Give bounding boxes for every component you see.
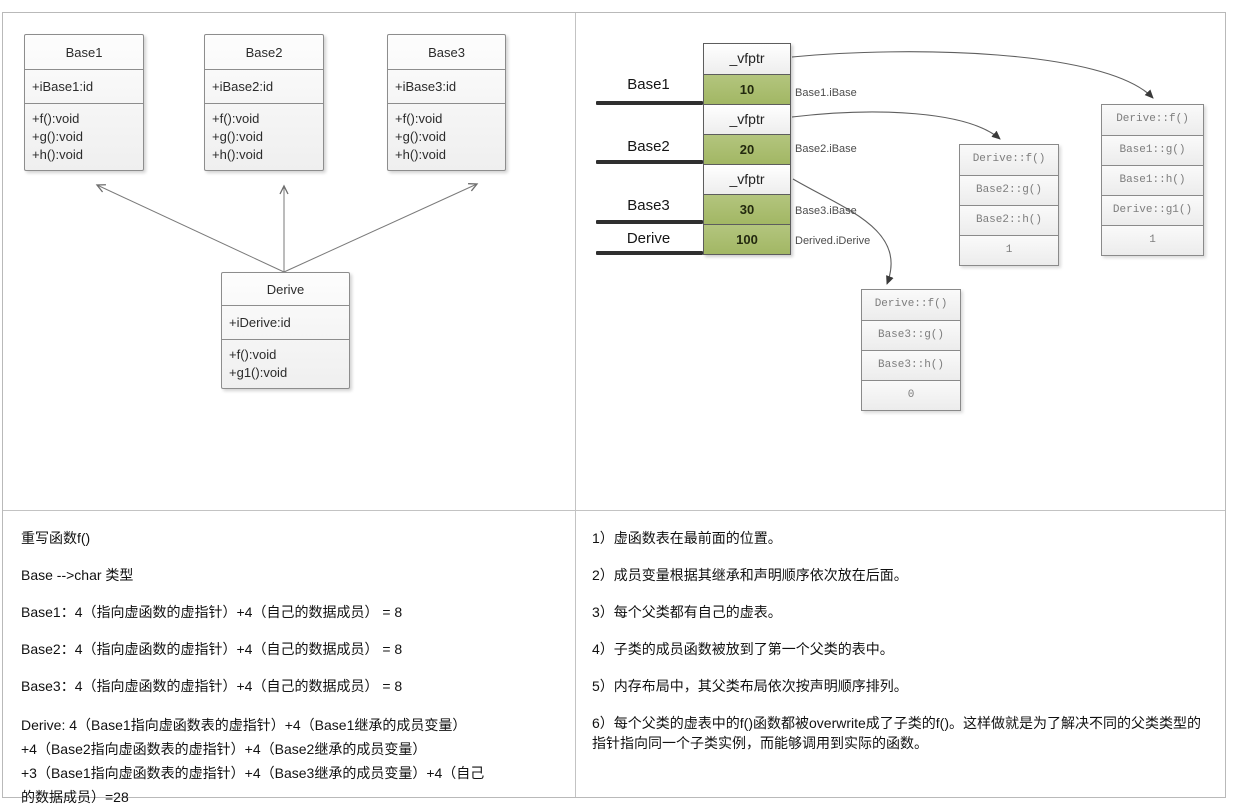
section-label-derive: Derive: [626, 230, 671, 247]
uml-class-base1: Base1 +iBase1:id +f():void +g():void +h(…: [24, 34, 144, 171]
section-divider: [596, 220, 703, 224]
vtable-entry: Base1::h(): [1102, 165, 1203, 195]
memory-cell-data: 10: [704, 74, 790, 104]
uml-class-title: Derive: [222, 273, 349, 306]
vtable-entry: 1: [960, 235, 1058, 265]
note-line: 1）虚函数表在最前面的位置。: [592, 530, 782, 546]
uml-attribute: +iBase1:id: [32, 79, 94, 94]
section-label-base1: Base1: [627, 76, 670, 93]
section-divider: [596, 251, 703, 255]
object-memory-stack: _vfptr 10 _vfptr 20 _vfptr 30 100: [703, 43, 791, 255]
uml-class-title: Base1: [25, 35, 143, 70]
layout-notes-panel: 1）虚函数表在最前面的位置。 2）成员变量根据其继承和声明顺序依次放在后面。 3…: [576, 511, 1225, 797]
uml-class-title: Base3: [388, 35, 505, 70]
vtable-entry: Base2::h(): [960, 205, 1058, 235]
uml-class-base2: Base2 +iBase2:id +f():void +g():void +h(…: [204, 34, 324, 171]
vtable-entry: Base2::g(): [960, 175, 1058, 205]
member-label-base2-ibase: Base2.iBase: [795, 143, 857, 155]
memory-cell-vfptr: _vfptr: [704, 44, 790, 74]
uml-method: +g():void: [212, 129, 263, 144]
vtable-entry: 0: [862, 380, 960, 410]
uml-attribute: +iBase2:id: [212, 79, 274, 94]
note-line: Base3：4（指向虚函数的虚指针）+4（自己的数据成员） = 8: [21, 678, 403, 694]
uml-method: +f():void: [229, 347, 277, 362]
uml-method: +f():void: [212, 111, 260, 126]
uml-method: +g1():void: [229, 365, 288, 380]
section-divider: [596, 101, 703, 105]
uml-method: +f():void: [32, 111, 80, 126]
memory-cell-vfptr: _vfptr: [704, 164, 790, 194]
vfptr-arrow-to-base3-vtable: [792, 178, 894, 285]
uml-class-base3: Base3 +iBase3:id +f():void +g():void +h(…: [387, 34, 506, 171]
note-line: 3）每个父类都有自己的虚表。: [592, 604, 782, 620]
inheritance-arrow-base3: [283, 183, 479, 273]
vtable-entry: Derive::g1(): [1102, 195, 1203, 225]
section-label-base3: Base3: [627, 197, 670, 214]
vtable-base3: Derive::f() Base3::g() Base3::h() 0: [861, 289, 961, 411]
uml-method: +h():void: [212, 147, 263, 162]
uml-method: +g():void: [32, 129, 83, 144]
memory-cell-data: 20: [704, 134, 790, 164]
uml-method: +h():void: [395, 147, 446, 162]
note-line: 重写函数f(): [21, 530, 91, 546]
vtable-base1: Derive::f() Base1::g() Base1::h() Derive…: [1101, 104, 1204, 256]
note-line: Base2：4（指向虚函数的虚指针）+4（自己的数据成员） = 8: [21, 641, 403, 657]
member-label-derived-iderive: Derived.iDerive: [795, 235, 871, 247]
vtable-base2: Derive::f() Base2::g() Base2::h() 1: [959, 144, 1059, 266]
uml-diagram-panel: Base1 +iBase1:id +f():void +g():void +h(…: [3, 13, 576, 511]
vtable-entry: Base3::h(): [862, 350, 960, 380]
member-label-base3-ibase: Base3.iBase: [795, 205, 857, 217]
note-line: 4）子类的成员函数被放到了第一个父类的表中。: [592, 641, 894, 657]
vtable-entry: Base3::g(): [862, 320, 960, 350]
note-line: Derive: 4（Base1指向虚函数表的虚指针）+4（Base1继承的成员变…: [21, 717, 485, 805]
memory-cell-vfptr: _vfptr: [704, 104, 790, 134]
note-line: 5）内存布局中，其父类布局依次按声明顺序排列。: [592, 678, 908, 694]
section-divider: [596, 160, 703, 164]
member-label-base1-ibase: Base1.iBase: [795, 87, 857, 99]
vtable-entry: Derive::f(): [862, 290, 960, 320]
inheritance-arrow-base1: [95, 184, 285, 273]
uml-method: +h():void: [32, 147, 83, 162]
memory-layout-panel: _vfptr 10 _vfptr 20 _vfptr 30 100 Base1 …: [576, 13, 1225, 511]
vtable-entry: Derive::f(): [1102, 105, 1203, 135]
vtable-entry: Derive::f(): [960, 145, 1058, 175]
uml-attribute: +iDerive:id: [229, 315, 291, 330]
uml-method: +g():void: [395, 129, 446, 144]
size-notes-panel: 重写函数f() Base -->char 类型 Base1：4（指向虚函数的虚指…: [3, 511, 576, 805]
section-label-base2: Base2: [627, 138, 670, 155]
memory-cell-data: 100: [704, 224, 790, 254]
memory-cell-data: 30: [704, 194, 790, 224]
vfptr-arrow-to-base2-vtable: [791, 111, 1001, 140]
uml-class-derive: Derive +iDerive:id +f():void +g1():void: [221, 272, 350, 389]
note-line: 2）成员变量根据其继承和声明顺序依次放在后面。: [592, 567, 908, 583]
note-line: Base1：4（指向虚函数的虚指针）+4（自己的数据成员） = 8: [21, 604, 403, 620]
uml-method: +f():void: [395, 111, 443, 126]
vtable-entry: Base1::g(): [1102, 135, 1203, 165]
content-table: Base1 +iBase1:id +f():void +g():void +h(…: [2, 12, 1226, 805]
uml-class-title: Base2: [205, 35, 323, 70]
uml-attribute: +iBase3:id: [395, 79, 457, 94]
vtable-entry: 1: [1102, 225, 1203, 255]
note-line: 6）每个父类的虚表中的f()函数都被overwrite成了子类的f()。这样做就…: [592, 715, 1202, 751]
note-line: Base -->char 类型: [21, 567, 134, 583]
